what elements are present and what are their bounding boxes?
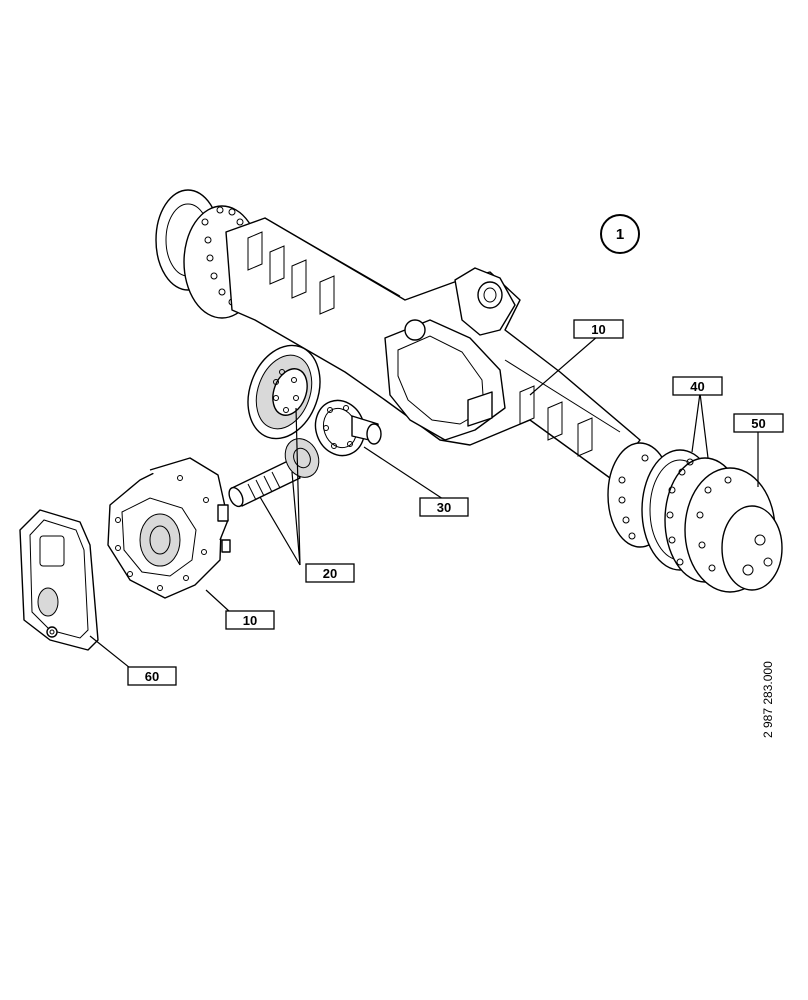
svg-text:40: 40 [690,379,704,394]
callout-cover: 60 [127,666,177,686]
leader-lines [89,335,759,669]
differential-carrier [107,457,231,599]
svg-text:30: 30 [437,500,451,515]
figure-number-marker: 1 [600,214,640,254]
callout-wheel-hub: 50 [733,413,784,433]
crown-wheel [247,344,321,440]
pinion-shaft [228,438,320,508]
callout-pinion-shafts: 20 [305,563,355,583]
figure-number: 1 [616,226,624,243]
svg-text:20: 20 [323,566,337,581]
wheel-hub [684,467,783,593]
callout-hub-rings: 40 [672,376,723,396]
svg-text:50: 50 [751,416,765,431]
svg-text:60: 60 [145,669,159,684]
differential [314,399,382,457]
svg-text:10: 10 [243,613,257,628]
callout-differential: 30 [419,497,469,517]
reference-code: 2 987 283.000 [761,661,775,738]
callout-axle-housing: 10 [573,319,624,339]
cover [19,509,99,651]
svg-text:10: 10 [591,322,605,337]
callout-differential-carrier: 10 [225,610,275,630]
